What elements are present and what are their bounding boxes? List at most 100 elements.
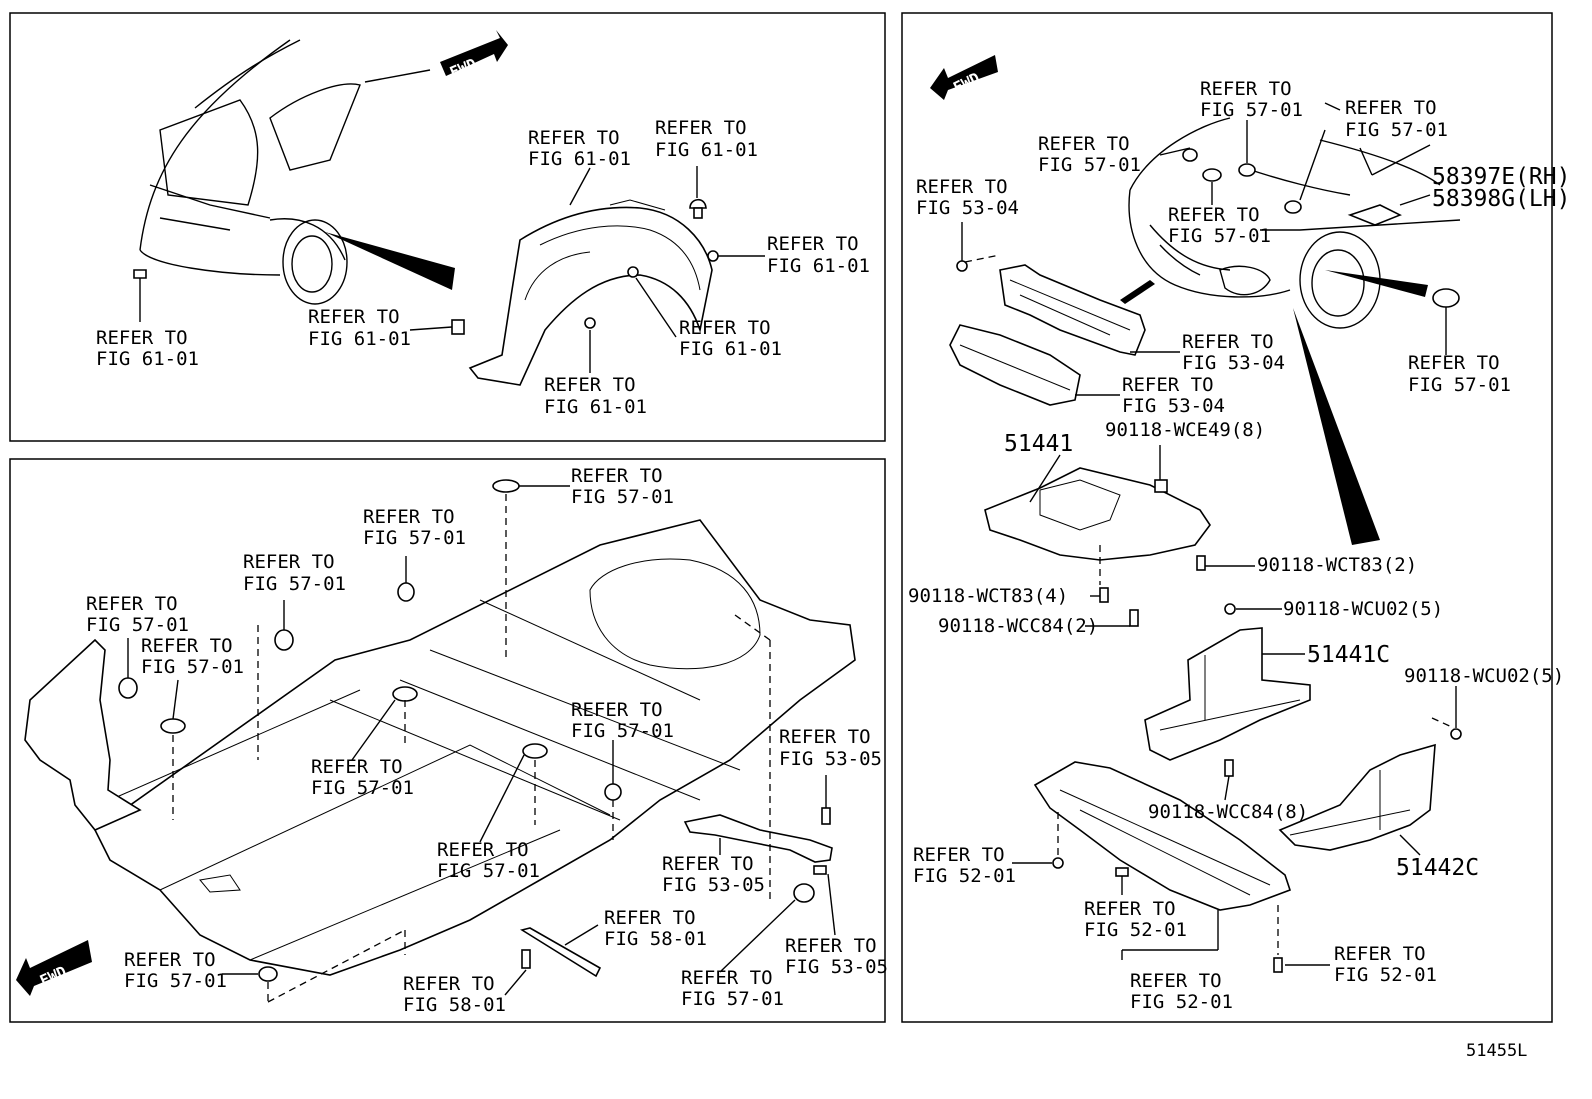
callout-p2-grommet: REFER TO FIG 57-01 [681,967,784,1010]
callout-p3-bracket-lower: REFER TO FIG 53-04 [1122,374,1225,417]
callout-p1-clip-top: REFER TO FIG 61-01 [655,117,758,161]
part-51441: 51441 [1004,431,1073,457]
panel-engine-undercover [901,12,1553,1023]
svg-text:REFER TO: REFER TO [1408,352,1500,374]
svg-text:REFER TO: REFER TO [679,317,771,339]
svg-text:90118-WCT83(2): 90118-WCT83(2) [1257,554,1417,576]
svg-text:90118-WCU02(5): 90118-WCU02(5) [1283,598,1443,620]
svg-text:FIG 57-01: FIG 57-01 [571,486,674,508]
svg-text:51441C: 51441C [1307,642,1390,668]
svg-text:REFER TO: REFER TO [916,176,1008,198]
svg-text:58397E(RH): 58397E(RH) [1432,164,1570,190]
diagram-code: 51455L [1466,1041,1527,1061]
panel3-dashed-lines [964,254,1455,955]
panel3-leader-lines [961,102,1457,966]
callout-p3-top-a: REFER TO FIG 57-01 [1200,78,1303,121]
front-bracket [949,264,1146,406]
svg-text:FIG 61-01: FIG 61-01 [528,148,631,170]
panel1-leader-lines [139,166,765,373]
part-51441c: 51441C [1307,642,1390,668]
callout-p2-mid: REFER TO FIG 57-01 [437,839,540,882]
svg-text:FIG 61-01: FIG 61-01 [655,139,758,161]
callout-p2-far-left: REFER TO FIG 57-01 [86,593,189,636]
svg-text:REFER TO: REFER TO [785,935,877,957]
svg-text:REFER TO: REFER TO [124,949,216,971]
callout-p3-bottom-left: REFER TO FIG 52-01 [913,844,1016,887]
svg-text:FIG 57-01: FIG 57-01 [141,656,244,678]
svg-text:51441: 51441 [1004,431,1073,457]
svg-text:FIG 53-05: FIG 53-05 [785,956,888,978]
part-58398g: 58398G(LH) [1432,186,1570,212]
side-undercover-51441c [1144,627,1311,761]
fwd-arrow-panel3: FWD [930,55,998,100]
callout-p3-bottom-center: REFER TO FIG 52-01 [1130,970,1233,1013]
callout-p1-rear-left: REFER TO FIG 61-01 [96,327,199,370]
svg-text:FIG 61-01: FIG 61-01 [96,348,199,370]
part-58397e: 58397E(RH) [1432,164,1570,190]
svg-text:FIG 52-01: FIG 52-01 [1130,991,1233,1013]
svg-text:FIG 57-01: FIG 57-01 [437,860,540,882]
callout-p2-right-clip: REFER TO FIG 53-05 [785,935,888,978]
svg-text:90118-WCU02(5): 90118-WCU02(5) [1404,665,1564,687]
callout-p3-bottom-right: REFER TO FIG 52-01 [1334,943,1437,986]
part-wcc84-8: 90118-WCC84(8) [1148,801,1308,823]
svg-text:REFER TO: REFER TO [311,756,403,778]
part-wcu02-b: 90118-WCU02(5) [1404,665,1564,687]
svg-text:90118-WCT83(4): 90118-WCT83(4) [908,585,1068,607]
panel3-clips [956,148,1460,308]
svg-text:FIG 61-01: FIG 61-01 [767,255,870,277]
svg-text:REFER TO: REFER TO [544,374,636,396]
svg-text:REFER TO: REFER TO [1182,331,1274,353]
callout-p2-strip: REFER TO FIG 58-01 [604,907,707,950]
floor-brackets [519,807,833,978]
svg-text:FIG 57-01: FIG 57-01 [681,988,784,1010]
svg-text:REFER TO: REFER TO [1084,898,1176,920]
floor-panel [93,519,856,976]
part-51442c: 51442C [1396,855,1479,881]
svg-text:REFER TO: REFER TO [403,973,495,995]
svg-text:51442C: 51442C [1396,855,1479,881]
callout-p1-fender-top: REFER TO FIG 61-01 [528,127,631,170]
svg-text:FIG 53-04: FIG 53-04 [1182,352,1285,374]
svg-text:FIG 57-01: FIG 57-01 [243,573,346,595]
svg-text:FIG 58-01: FIG 58-01 [403,994,506,1016]
svg-text:REFER TO: REFER TO [767,233,859,255]
svg-text:FIG 57-01: FIG 57-01 [1168,225,1271,247]
svg-text:90118-WCE49(8): 90118-WCE49(8) [1105,419,1265,441]
callout-p2-mid-right: REFER TO FIG 57-01 [571,699,674,742]
svg-text:REFER TO: REFER TO [1122,374,1214,396]
svg-text:FIG 53-05: FIG 53-05 [662,874,765,896]
callout-p2-left: REFER TO FIG 57-01 [141,635,244,678]
panel2-dashed-lines [172,494,771,1003]
engine-undercover-51441 [984,467,1211,561]
front-car-sketch [1120,117,1461,545]
svg-text:FIG 57-01: FIG 57-01 [86,614,189,636]
callout-p1-clip-lower-right: REFER TO FIG 61-01 [679,317,782,360]
callout-p3-top-c: REFER TO FIG 57-01 [1038,133,1141,176]
callout-p2-top-left-b: REFER TO FIG 57-01 [243,551,346,595]
fender-clips [133,198,719,335]
svg-text:REFER TO: REFER TO [1168,204,1260,226]
svg-text:REFER TO: REFER TO [604,907,696,929]
callout-p2-bolt: REFER TO FIG 58-01 [403,973,506,1016]
svg-text:FIG 53-04: FIG 53-04 [916,197,1019,219]
svg-text:FIG 61-01: FIG 61-01 [544,396,647,418]
svg-text:REFER TO: REFER TO [96,327,188,349]
svg-text:FIG 57-01: FIG 57-01 [124,970,227,992]
callout-p2-bracket: REFER TO FIG 53-05 [662,853,765,896]
fender-liner [468,199,713,386]
callout-p2-top-left-a: REFER TO FIG 57-01 [363,506,466,549]
part-wcu02-a: 90118-WCU02(5) [1283,598,1443,620]
svg-text:REFER TO: REFER TO [779,726,871,748]
svg-text:FIG 57-01: FIG 57-01 [1200,99,1303,121]
svg-text:REFER TO: REFER TO [1345,97,1437,119]
svg-text:REFER TO: REFER TO [243,551,335,573]
svg-text:REFER TO: REFER TO [141,635,233,657]
svg-text:FIG 61-01: FIG 61-01 [308,328,411,350]
fwd-arrow-panel1: FWD [440,30,508,82]
svg-text:REFER TO: REFER TO [86,593,178,615]
svg-text:FIG 52-01: FIG 52-01 [1334,964,1437,986]
floor-grommets [118,479,815,982]
part-wct83-2: 90118-WCT83(2) [1257,554,1417,576]
